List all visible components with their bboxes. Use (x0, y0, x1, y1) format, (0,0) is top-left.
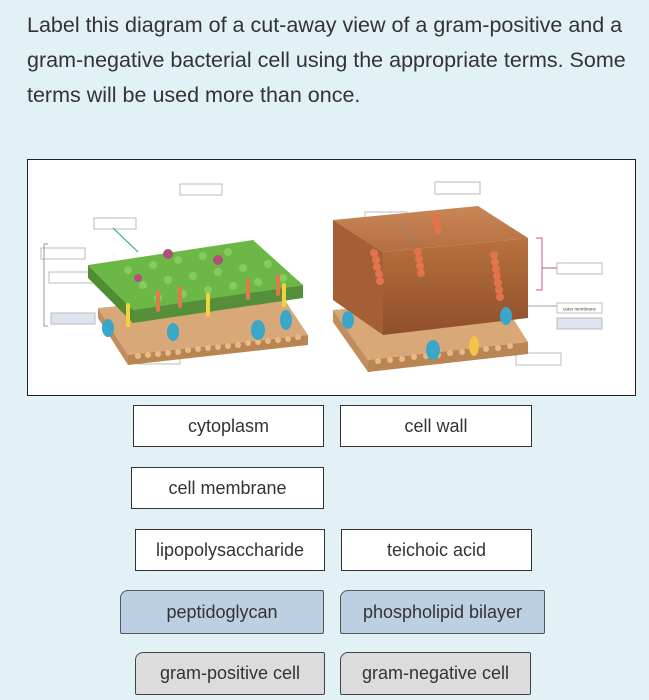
drop-target[interactable] (94, 218, 136, 229)
term-label: gram-negative cell (362, 663, 509, 684)
term-phospholipid-bilayer[interactable]: phospholipid bilayer (340, 590, 545, 634)
gram-negative-illustration (333, 206, 557, 372)
term-label: cell membrane (168, 478, 286, 499)
term-cell-membrane[interactable]: cell membrane (131, 467, 324, 509)
cell-diagram: outer membrane (27, 159, 636, 396)
term-teichoic-acid[interactable]: teichoic acid (341, 529, 532, 571)
term-label: cell wall (404, 416, 467, 437)
drop-target[interactable] (557, 263, 602, 274)
term-gram-positive-cell[interactable]: gram-positive cell (135, 652, 325, 695)
term-label: lipopolysaccharide (156, 540, 304, 561)
term-cytoplasm[interactable]: cytoplasm (133, 405, 324, 447)
term-cell-wall[interactable]: cell wall (340, 405, 532, 447)
term-peptidoglycan[interactable]: peptidoglycan (120, 590, 324, 634)
drop-target[interactable] (49, 272, 93, 283)
term-gram-negative-cell[interactable]: gram-negative cell (340, 652, 531, 695)
term-lipopolysaccharide[interactable]: lipopolysaccharide (135, 529, 325, 571)
term-label: peptidoglycan (166, 602, 277, 623)
question-text: Label this diagram of a cut-away view of… (27, 8, 642, 113)
term-label: phospholipid bilayer (363, 602, 522, 623)
drop-target[interactable] (41, 248, 85, 259)
drop-target[interactable] (435, 182, 480, 194)
drop-target[interactable] (180, 184, 222, 195)
drop-target[interactable] (51, 313, 95, 324)
diagram-illustration: outer membrane (28, 160, 634, 394)
drop-target[interactable] (516, 353, 561, 365)
outer-membrane-label: outer membrane (563, 307, 597, 312)
drop-target[interactable] (557, 318, 602, 329)
term-label: teichoic acid (387, 540, 486, 561)
term-label: gram-positive cell (160, 663, 300, 684)
gram-positive-illustration (88, 228, 308, 365)
term-label: cytoplasm (188, 416, 269, 437)
